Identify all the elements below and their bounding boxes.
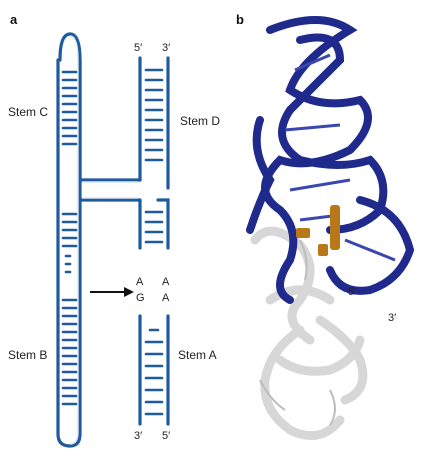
panel-b-three-prime: 3′ [388,312,397,324]
stem-c-base-pairs [61,70,78,146]
highlight-nucleotides [296,205,340,256]
stem-c-label: Stem C [8,105,49,119]
stem-b-base-pairs [61,212,78,406]
bottom-five-prime-label: 5′ [162,430,171,442]
arrow-icon [90,287,134,297]
protein-ribbon [250,226,368,441]
panel-a-label: a [10,12,18,27]
panel-b-label: b [236,12,244,27]
top-three-prime-label: 3′ [162,42,171,54]
base-a-right-top: A [162,276,170,288]
stem-d-label: Stem D [180,114,221,128]
stem-d-base-pairs [144,68,164,162]
base-a-right-bottom: A [162,292,170,304]
top-five-prime-label: 5′ [134,42,143,54]
stem-a-label: Stem A [178,348,217,362]
long-strand-outer [56,32,82,448]
protein-ribbon-shading [259,239,336,426]
middle-base-pairs [144,210,164,244]
bottom-three-prime-label: 3′ [134,430,143,442]
middle-right-strand [156,198,170,250]
stem-b-label: Stem B [8,348,48,362]
base-a-left: A [136,276,144,288]
panel-b-five-prime: 5′ [348,286,357,298]
secondary-structure-diagram [56,32,170,448]
rna-backbone [246,16,415,304]
base-g-left: G [136,292,145,304]
stem-a-base-pairs [144,328,164,416]
